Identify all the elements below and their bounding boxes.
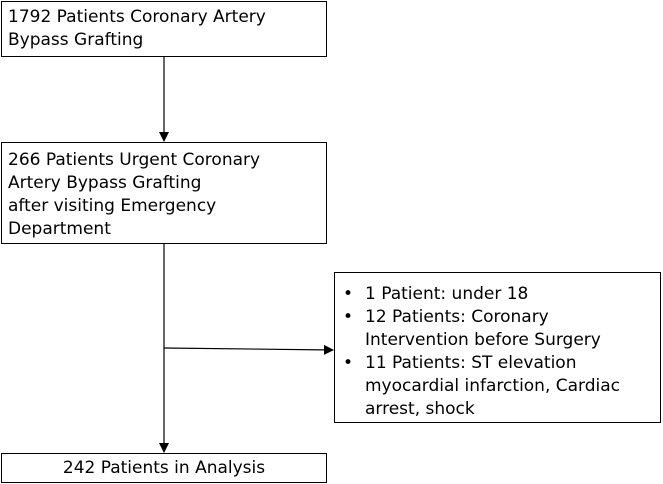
box-text-line: after visiting Emergency bbox=[8, 196, 217, 216]
box-final-analysis: 242 Patients in Analysis bbox=[1, 453, 327, 483]
exclusion-text-line: Intervention before Surgery bbox=[365, 330, 601, 350]
exclusion-item: • 1 Patient: under 18 bbox=[343, 283, 652, 306]
box-excluded-patients: • 1 Patient: under 18 • 12 Patients: Cor… bbox=[334, 272, 661, 423]
box-text-line: 242 Patients in Analysis bbox=[62, 458, 266, 478]
box-text-line: 266 Patients Urgent Coronary bbox=[8, 150, 261, 170]
exclusion-text-line: arrest, shock bbox=[365, 399, 475, 419]
box-urgent-cabg: 266 Patients Urgent Coronary Artery Bypa… bbox=[1, 142, 327, 244]
box-text-line: Bypass Grafting bbox=[8, 30, 144, 50]
exclusion-item: • 11 Patients: ST elevation myocardial i… bbox=[343, 352, 652, 421]
bullet-icon: • bbox=[343, 307, 354, 327]
box-total-patients: 1792 Patients Coronary Artery Bypass Gra… bbox=[1, 1, 327, 57]
exclusion-text-line: 11 Patients: ST elevation bbox=[365, 353, 577, 373]
box-text-line: 1792 Patients Coronary Artery bbox=[8, 7, 266, 27]
exclusion-list: • 1 Patient: under 18 • 12 Patients: Cor… bbox=[343, 283, 652, 421]
box-text-line: Artery Bypass Grafting bbox=[8, 173, 202, 193]
arrow-to-excluded bbox=[163, 344, 334, 355]
bullet-icon: • bbox=[343, 353, 354, 373]
box-text-line: Department bbox=[8, 219, 111, 239]
exclusion-item: • 12 Patients: Coronary Intervention bef… bbox=[343, 306, 652, 352]
exclusion-text-line: 12 Patients: Coronary bbox=[365, 307, 549, 327]
bullet-icon: • bbox=[343, 284, 354, 304]
exclusion-text-line: 1 Patient: under 18 bbox=[365, 284, 529, 304]
exclusion-text-line: myocardial infarction, Cardiac bbox=[365, 376, 621, 396]
